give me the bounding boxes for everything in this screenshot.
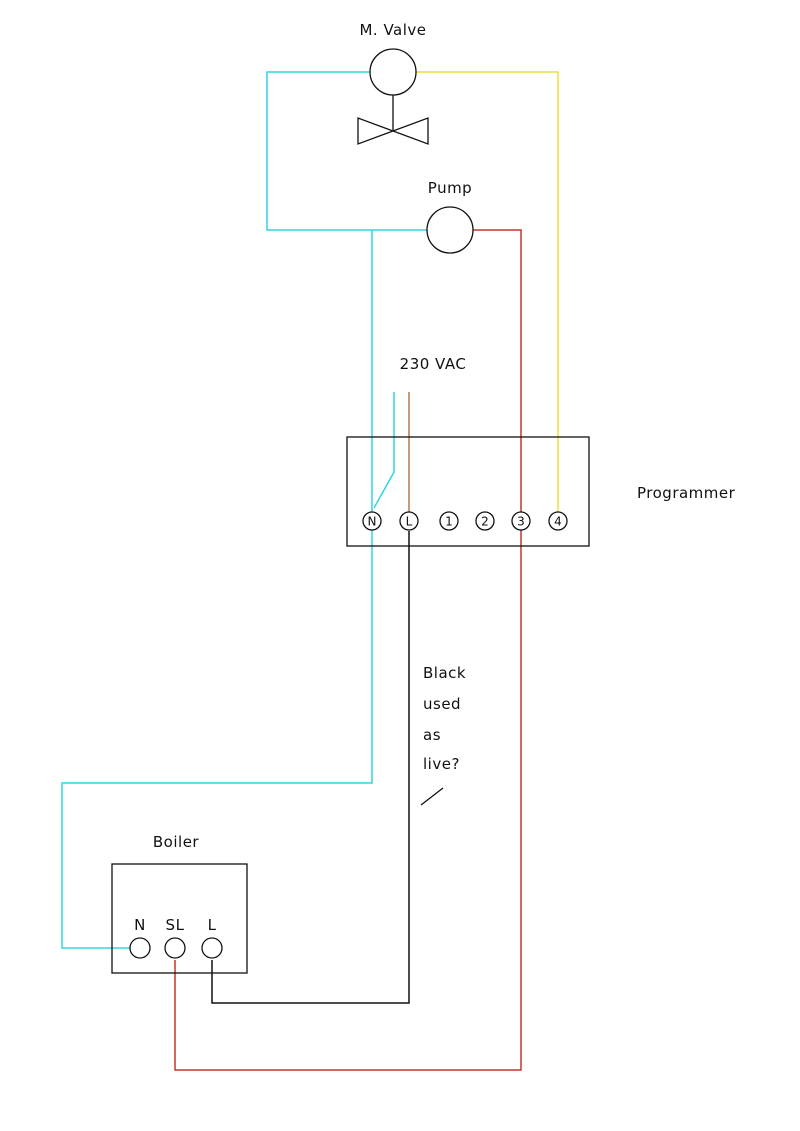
valve-label: M. Valve bbox=[359, 21, 426, 39]
terminal-label: 2 bbox=[481, 515, 489, 529]
programmer-terminal-l: L bbox=[399, 511, 419, 531]
boiler-terminal-label: L bbox=[208, 916, 217, 934]
valve-body-icon bbox=[357, 117, 429, 145]
note-line: live? bbox=[423, 755, 460, 773]
valve-actuator-circle bbox=[369, 48, 417, 96]
programmer-terminal-1: 1 bbox=[439, 511, 459, 531]
boiler-terminal-label: N bbox=[134, 916, 146, 934]
note-line: used bbox=[423, 695, 461, 713]
programmer: Programmer N L 1 2 3 4 bbox=[346, 436, 736, 547]
programmer-terminal-4: 4 bbox=[548, 511, 568, 531]
boiler-terminal-label: SL bbox=[166, 916, 185, 934]
boiler-terminal-n: N bbox=[129, 916, 151, 959]
terminal-label: 4 bbox=[554, 515, 562, 529]
supply-label: 230 VAC bbox=[400, 355, 467, 373]
pump-label: Pump bbox=[428, 179, 472, 197]
switched-live-wire bbox=[174, 229, 522, 1071]
note-line: as bbox=[423, 726, 441, 744]
wires bbox=[61, 71, 559, 1071]
terminal-label: 3 bbox=[517, 515, 525, 529]
programmer-terminal-3: 3 bbox=[511, 511, 531, 531]
boiler-terminal-sl: SL bbox=[164, 916, 186, 959]
boiler-terminal-l: L bbox=[201, 916, 223, 959]
black-wire-note: Black used as live? bbox=[423, 664, 466, 773]
terminal-label: 1 bbox=[445, 515, 453, 529]
boiler: Boiler N SL L bbox=[111, 833, 248, 974]
motorised-valve: M. Valve bbox=[357, 21, 429, 145]
valve-feed-wire bbox=[416, 71, 559, 512]
terminal-label: L bbox=[406, 515, 413, 529]
pump: Pump bbox=[426, 179, 474, 254]
terminal-label: N bbox=[368, 515, 377, 529]
programmer-label: Programmer bbox=[637, 484, 736, 502]
programmer-terminal-2: 2 bbox=[475, 511, 495, 531]
note-leader-line bbox=[420, 787, 444, 806]
black-live-wire bbox=[211, 531, 410, 1004]
programmer-terminal-n: N bbox=[362, 511, 382, 531]
boiler-box bbox=[111, 863, 248, 974]
note-line: Black bbox=[423, 664, 466, 682]
boiler-label: Boiler bbox=[153, 833, 200, 851]
programmer-box bbox=[346, 436, 590, 547]
neutral-wire-main bbox=[61, 230, 373, 949]
neutral-wire-valve-loop bbox=[266, 71, 427, 231]
neutral-wire-supply bbox=[373, 392, 395, 509]
pump-circle bbox=[426, 206, 474, 254]
